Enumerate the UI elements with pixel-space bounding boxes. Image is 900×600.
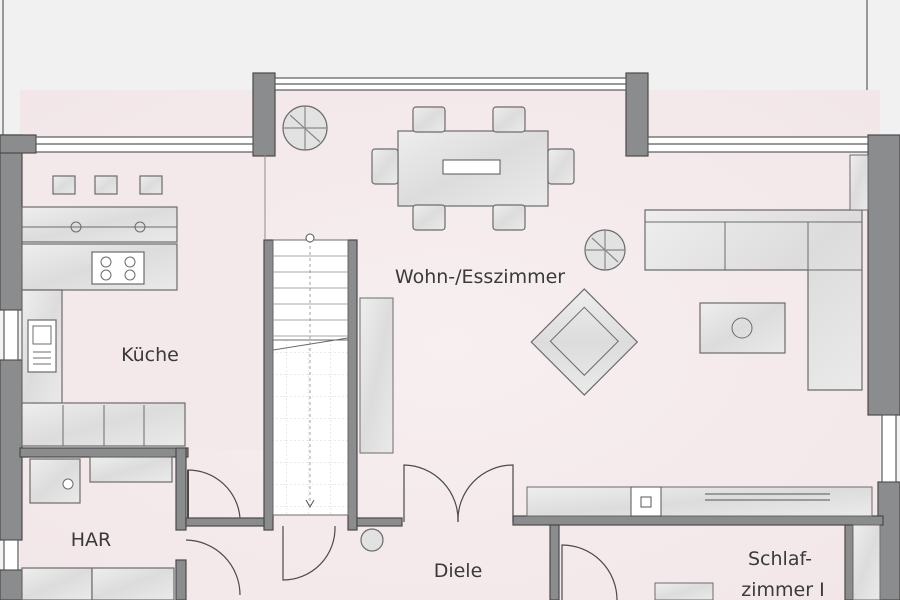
wall-bay-pillar-right — [625, 72, 649, 157]
wall-stair-left — [263, 239, 274, 531]
stairs-lower — [272, 339, 349, 516]
kitchen-wall-units — [52, 175, 163, 195]
sideboard — [526, 486, 873, 517]
room-label-bedroom-line2: zimmer I — [741, 579, 824, 600]
hob-burner-icon — [100, 269, 112, 281]
wall-unit-icon — [94, 175, 118, 195]
door-kitchen-hall — [187, 469, 241, 519]
har-cabinet-bottom — [21, 567, 93, 600]
wall-right-bottom — [877, 481, 900, 600]
room-label-bedroom-line1: Schlaf- — [748, 548, 812, 570]
window-left-har — [3, 539, 19, 571]
hob-burner-icon — [124, 256, 136, 268]
table-bowl-icon — [731, 317, 753, 339]
stair-treads — [273, 240, 348, 505]
chair-icon — [371, 148, 399, 185]
window-right — [881, 414, 897, 483]
wall-left-top — [0, 134, 23, 311]
door-stair — [282, 525, 336, 581]
chair-icon — [547, 148, 575, 185]
kitchen-knob-icon — [134, 221, 146, 233]
wall-left-bottom — [0, 569, 23, 600]
wall-top-left — [0, 134, 37, 154]
window-left-kitchen — [3, 309, 19, 361]
room-label-har: HAR — [71, 529, 112, 551]
har-shelf — [89, 456, 173, 483]
walls — [0, 72, 900, 600]
coffee-table — [699, 302, 786, 354]
hob-burner-icon — [124, 269, 136, 281]
chair-icon — [412, 204, 446, 231]
wall-unit-icon — [139, 175, 163, 195]
door-har — [185, 539, 241, 596]
wall-hall-top — [185, 517, 265, 527]
room-label-hall: Diele — [434, 560, 483, 582]
wall-bedroom-cabinet — [844, 524, 854, 600]
windows — [3, 77, 897, 571]
wall-left-mid — [0, 359, 23, 541]
plant-icon — [360, 528, 384, 552]
wall-bedroom-top — [512, 515, 884, 526]
wall-kitchen-har — [19, 447, 189, 458]
sideboard-oven — [630, 486, 662, 517]
door-living-left — [403, 464, 459, 523]
kitchen-counter-top — [21, 206, 178, 243]
wall-bay-pillar-left — [252, 72, 276, 157]
wall-stair-right — [347, 239, 358, 531]
hob-burner-icon — [100, 256, 112, 268]
chair-icon — [492, 106, 526, 133]
har-cabinet-bottom2 — [91, 567, 175, 600]
wall-hall-bedroom — [549, 524, 560, 600]
wall-hall-top2 — [356, 517, 403, 527]
table-centerpiece — [442, 159, 501, 175]
kitchen-knob-icon — [70, 221, 82, 233]
door-bedroom — [561, 544, 618, 600]
bedroom-wardrobe — [852, 524, 881, 600]
side-cabinet — [849, 154, 869, 211]
har-furniture — [21, 456, 175, 600]
bedroom-nightstand — [654, 582, 714, 600]
door-living-right — [457, 464, 514, 523]
chair-icon — [412, 106, 446, 133]
doors — [185, 464, 618, 600]
room-label-living: Wohn-/Esszimmer — [395, 266, 565, 288]
plants — [282, 105, 626, 552]
wall-unit-icon — [52, 175, 76, 195]
room-label-kitchen: Küche — [121, 344, 179, 366]
kitchen-hob — [91, 251, 145, 285]
shelf-unit — [359, 297, 394, 454]
boiler-icon — [62, 478, 74, 490]
staircase — [272, 239, 349, 516]
stair-arrow-icon — [305, 499, 315, 509]
chair-icon — [492, 204, 526, 231]
wall-har-right — [175, 447, 187, 531]
wall-right-top — [867, 134, 900, 416]
armchair — [530, 288, 639, 396]
stair-start-icon — [305, 233, 315, 243]
wall-har-right-low — [175, 559, 187, 600]
